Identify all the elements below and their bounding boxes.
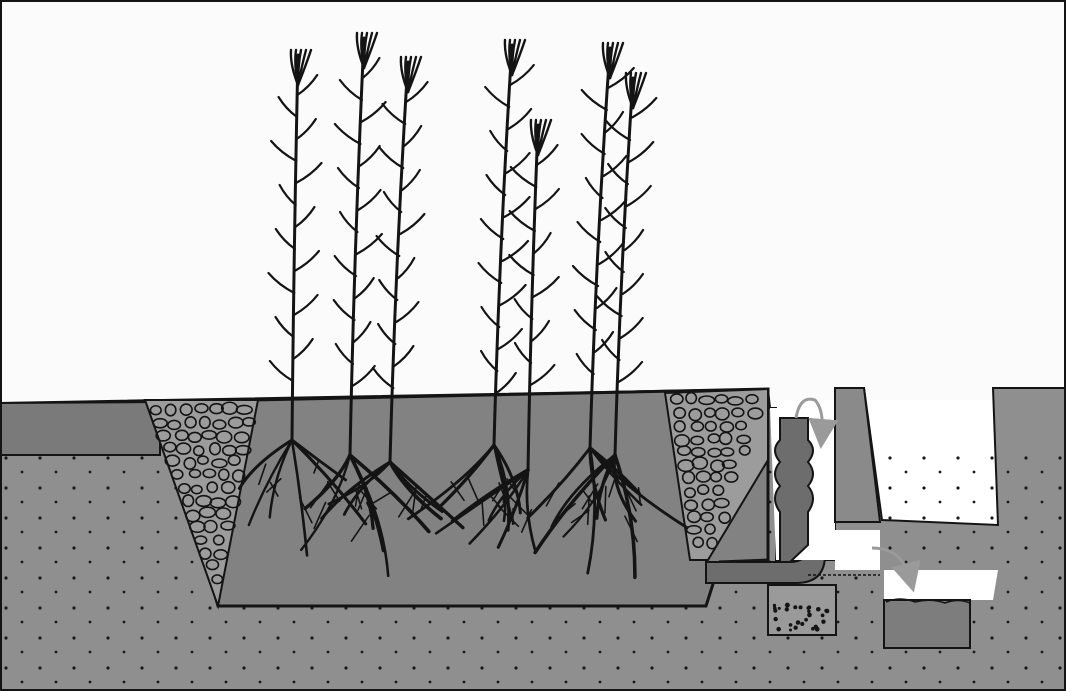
sediment-particle xyxy=(821,613,825,617)
adjustable-riser xyxy=(775,418,813,562)
sediment-particle xyxy=(789,623,793,627)
sediment-particle xyxy=(811,627,815,631)
sediment-particle xyxy=(778,607,781,610)
sediment-particle xyxy=(821,619,825,623)
sediment-particle xyxy=(793,625,797,629)
sediment-particle xyxy=(816,607,821,612)
topsoil-band xyxy=(0,402,160,455)
sediment-particle xyxy=(799,605,803,609)
sediment-particle xyxy=(793,605,797,609)
sediment-particle xyxy=(773,606,777,610)
sediment-particle xyxy=(789,628,792,631)
sediment-particle xyxy=(785,603,790,608)
sediment-particle xyxy=(800,622,804,626)
sediment-particle xyxy=(776,627,781,632)
receiving-basin xyxy=(884,600,970,648)
sediment-particle xyxy=(807,609,810,612)
sediment-particle xyxy=(815,627,820,632)
sediment-particle xyxy=(825,609,829,613)
sediment-particle xyxy=(806,606,810,610)
reed-rootlet xyxy=(605,487,606,513)
sediment-particle xyxy=(807,613,812,618)
sediment-particle xyxy=(804,618,808,622)
sediment-particle xyxy=(773,617,777,621)
sediment-particle xyxy=(785,607,789,611)
sediment-particle xyxy=(796,620,801,625)
